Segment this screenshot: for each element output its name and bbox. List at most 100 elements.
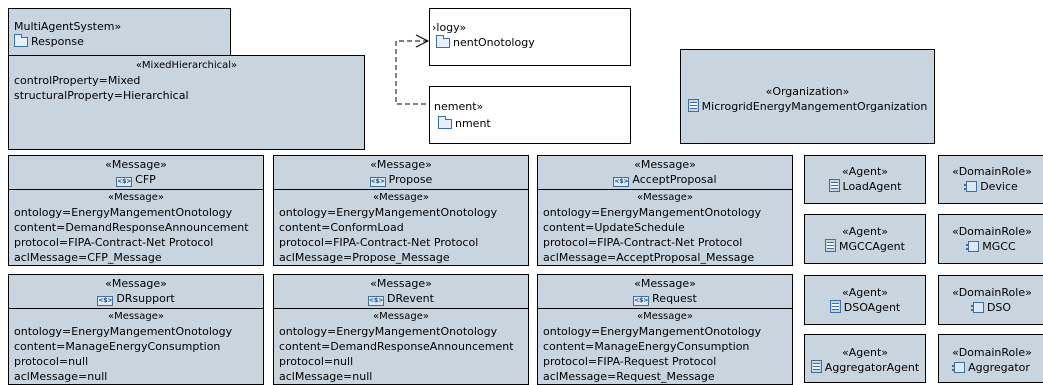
domainrole-node-aggregator[interactable]: «DomainRole» Aggregator [938, 334, 1043, 383]
message-node-propose[interactable]: «Message» <$>Propose «Message» ontology=… [273, 155, 529, 266]
message-attr: content=ManageEnergyConsumption [543, 340, 750, 353]
package-icon [14, 34, 28, 47]
message-attr: protocol=FIPA-Contract-Net Protocol [14, 236, 214, 249]
agent-name: MGCCAgent [839, 240, 905, 253]
organization-node[interactable]: «Organization» MicrogridEnergyMangementO… [680, 49, 935, 144]
agent-stereotype: «Agent» [841, 225, 889, 238]
agent-node-aggregatoragent[interactable]: «Agent» AggregatorAgent [804, 334, 926, 383]
mas-title: MultiAgentSystem» [14, 20, 122, 33]
message-sub-stereotype: «Message» [636, 311, 694, 322]
environment-node[interactable]: nement» nment [429, 86, 631, 144]
message-attr: aclMessage=null [14, 370, 108, 383]
ontology-node[interactable]: ›logy» nentOnotology [429, 8, 631, 66]
message-attr: ontology=EnergyMangementOnotology [543, 325, 762, 338]
message-icon: <$> [116, 177, 133, 187]
message-icon: <$> [369, 177, 386, 187]
message-attr: content=DemandResponseAnnouncement [279, 340, 514, 353]
message-attr: protocol=null [279, 355, 354, 368]
organization-stereotype: «Organization» [765, 85, 850, 98]
package-icon [438, 116, 452, 129]
message-node-drsupport[interactable]: «Message» <$>DRsupport «Message» ontolog… [8, 274, 264, 385]
domainrole-name: MGCC [982, 240, 1016, 253]
message-attr: aclMessage=Request_Message [543, 370, 715, 383]
agent-stereotype: «Agent» [841, 286, 889, 299]
message-attr: protocol=null [14, 355, 89, 368]
mixed-stereotype: «MixedHierarchical» [135, 60, 238, 71]
role-component-icon [966, 241, 980, 252]
agent-stereotype: «Agent» [841, 165, 889, 178]
agent-name: AggregatorAgent [824, 361, 920, 374]
domainrole-stereotype: «DomainRole» [952, 346, 1032, 359]
domainrole-stereotype: «DomainRole» [952, 225, 1032, 238]
message-attr: content=UpdateSchedule [543, 221, 685, 234]
message-name: Request [652, 292, 697, 305]
mixed-control: controlProperty=Mixed [14, 74, 141, 87]
message-node-cfp[interactable]: «Message» <$>CFP «Message» ontology=Ener… [8, 155, 264, 266]
domainrole-stereotype: «DomainRole» [952, 286, 1032, 299]
role-component-icon [952, 362, 966, 373]
role-component-icon [964, 181, 978, 192]
message-sub-stereotype: «Message» [107, 192, 165, 203]
environment-name: nment [455, 117, 491, 130]
message-name: AcceptProposal [632, 173, 717, 186]
message-node-drevent[interactable]: «Message» <$>DRevent «Message» ontology=… [273, 274, 529, 385]
message-attr: content=ManageEnergyConsumption [14, 340, 221, 353]
package-icon [436, 35, 450, 48]
agent-name: DSOAgent [843, 301, 901, 314]
message-icon: <$> [613, 177, 630, 187]
message-icon: <$> [633, 296, 650, 306]
message-attr: aclMessage=AcceptProposal_Message [543, 251, 755, 264]
domainrole-name: DSO [986, 301, 1012, 314]
agent-stereotype: «Agent» [841, 346, 889, 359]
message-attr: aclMessage=Propose_Message [279, 251, 450, 264]
class-icon [825, 239, 837, 252]
environment-stereotype: nement» [434, 100, 484, 113]
mixed-structural: structuralProperty=Hierarchical [14, 89, 189, 102]
agent-node-mgccagent[interactable]: «Agent» MGCCAgent [804, 214, 926, 264]
ontology-name: nentOnotology [453, 36, 535, 49]
domainrole-stereotype: «DomainRole» [952, 165, 1032, 178]
message-attr: protocol=FIPA-Contract-Net Protocol [543, 236, 743, 249]
domainrole-node-dso[interactable]: «DomainRole» DSO [938, 275, 1043, 325]
class-icon [810, 360, 822, 373]
class-icon [828, 179, 840, 192]
message-attr: aclMessage=CFP_Message [14, 251, 162, 264]
role-component-icon [970, 302, 984, 313]
message-name: DRevent [387, 292, 434, 305]
mixedhierarchical-node[interactable]: «MixedHierarchical» controlProperty=Mixe… [8, 55, 365, 150]
organization-name: MicrogridEnergyMangementOrganization [701, 100, 928, 113]
class-icon [829, 300, 841, 313]
message-sub-stereotype: «Message» [636, 192, 694, 203]
class-icon [687, 99, 699, 112]
domainrole-name: Device [980, 180, 1018, 193]
message-attr: protocol=FIPA-Request Protocol [543, 355, 717, 368]
message-sub-stereotype: «Message» [107, 311, 165, 322]
message-icon: <$> [368, 296, 385, 306]
message-attr: content=ConformLoad [279, 221, 404, 234]
domainrole-node-mgcc[interactable]: «DomainRole» MGCC [938, 214, 1043, 264]
agent-name: LoadAgent [842, 180, 902, 193]
message-attr: ontology=EnergyMangementOnotology [543, 206, 762, 219]
mas-name: Response [31, 35, 84, 48]
message-attr: ontology=EnergyMangementOnotology [14, 206, 233, 219]
message-attr: ontology=EnergyMangementOnotology [14, 325, 233, 338]
message-attr: protocol=FIPA-Contract-Net Protocol [279, 236, 479, 249]
agent-node-loadagent[interactable]: «Agent» LoadAgent [804, 155, 926, 204]
message-node-acceptproposal[interactable]: «Message» <$>AcceptProposal «Message» on… [537, 155, 793, 266]
message-attr: ontology=EnergyMangementOnotology [279, 206, 498, 219]
message-name: DRsupport [116, 292, 175, 305]
message-stereotype: «Message» [105, 277, 167, 290]
message-stereotype: «Message» [634, 277, 696, 290]
message-attr: ontology=EnergyMangementOnotology [279, 325, 498, 338]
agent-node-dsoagent[interactable]: «Agent» DSOAgent [804, 275, 926, 325]
domainrole-node-device[interactable]: «DomainRole» Device [938, 155, 1043, 204]
message-node-request[interactable]: «Message» <$>Request «Message» ontology=… [537, 274, 793, 385]
multiagentsystem-node[interactable]: MultiAgentSystem» Response [8, 8, 231, 56]
message-name: Propose [388, 173, 433, 186]
message-icon: <$> [97, 296, 114, 306]
message-sub-stereotype: «Message» [372, 311, 430, 322]
message-attr: content=DemandResponseAnnouncement [14, 221, 249, 234]
message-stereotype: «Message» [105, 158, 167, 171]
message-stereotype: «Message» [370, 158, 432, 171]
